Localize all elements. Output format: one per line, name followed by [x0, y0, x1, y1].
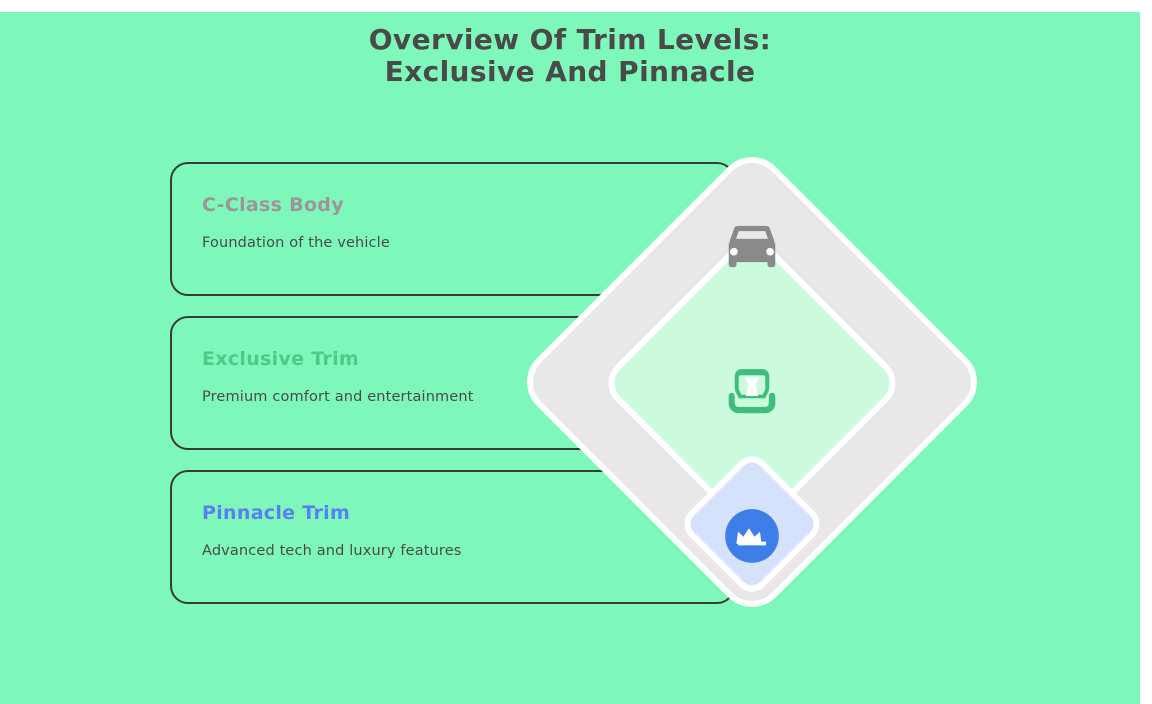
- infographic-stage: Overview Of Trim Levels: Exclusive And P…: [0, 12, 1140, 704]
- page-title: Overview Of Trim Levels: Exclusive And P…: [368, 23, 772, 88]
- nested-diamond-stack: [0, 12, 1140, 704]
- trim-card-description: Premium comfort and entertainment: [202, 389, 474, 405]
- trim-card-c-class-body[interactable]: C-Class Body Foundation of the vehicle: [170, 162, 735, 296]
- trim-card-description: Advanced tech and luxury features: [202, 543, 462, 559]
- trim-card-title: Pinnacle Trim: [202, 502, 351, 524]
- crown-badge-icon: [720, 504, 784, 568]
- car-seat-icon: [716, 356, 788, 428]
- trim-card-title: C-Class Body: [202, 194, 344, 216]
- trim-card-title: Exclusive Trim: [202, 348, 359, 370]
- trim-card-description: Foundation of the vehicle: [202, 235, 390, 251]
- car-icon: [712, 204, 792, 284]
